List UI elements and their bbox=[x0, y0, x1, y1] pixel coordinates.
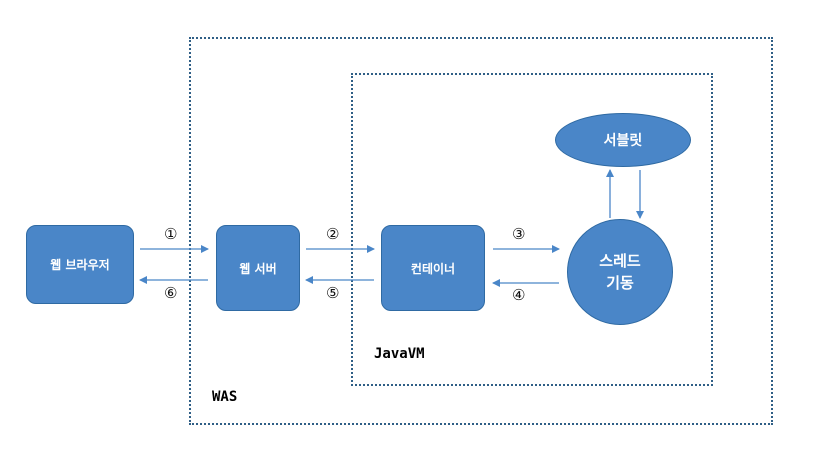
step-6-label: ⑥ bbox=[164, 284, 178, 302]
was-boundary bbox=[189, 37, 773, 425]
step-4-label: ④ bbox=[512, 286, 526, 304]
servlet-node: 서블릿 bbox=[555, 113, 691, 167]
container-node: 컨테이너 bbox=[381, 225, 485, 311]
step-1-label: ① bbox=[164, 225, 178, 243]
was-label: WAS bbox=[212, 389, 238, 405]
web-server-node: 웹 서버 bbox=[216, 225, 300, 311]
step-5-label: ⑤ bbox=[326, 284, 340, 302]
javavm-label: JavaVM bbox=[374, 346, 425, 362]
web-browser-node: 웹 브라우저 bbox=[26, 225, 134, 304]
step-3-label: ③ bbox=[512, 225, 526, 243]
step-2-label: ② bbox=[326, 225, 340, 243]
javavm-boundary bbox=[351, 73, 713, 386]
thread-start-node: 스레드 기동 bbox=[567, 219, 673, 325]
